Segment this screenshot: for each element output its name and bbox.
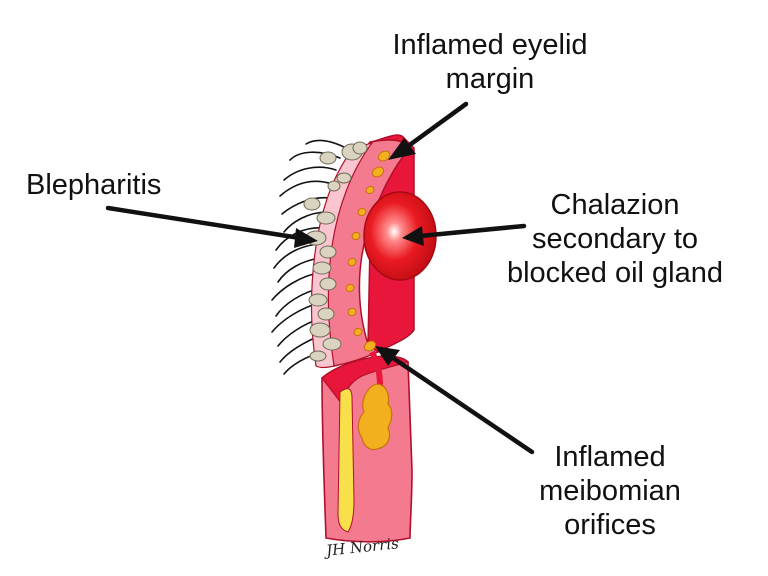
arrow-blepharitis-head xyxy=(294,228,318,248)
label-line: Inflamed xyxy=(554,441,666,473)
meibomian-gland xyxy=(357,383,393,451)
meibomian-orifice xyxy=(353,327,363,337)
meibomian-orifice xyxy=(347,257,357,267)
eyelash xyxy=(305,139,347,149)
label-line: secondary to xyxy=(531,223,699,255)
debris-crust xyxy=(316,211,336,225)
label-line: blocked oil gland xyxy=(506,257,724,289)
eyelash xyxy=(279,180,333,197)
debris-crust xyxy=(308,293,328,307)
label-chalazion: Chalazion secondary to blocked oil gland xyxy=(470,188,760,290)
debris-crust xyxy=(336,172,352,184)
label-line: orifices xyxy=(564,509,656,541)
label-line: meibomian xyxy=(539,475,681,507)
meibomian-orifice xyxy=(371,166,385,178)
debris-crust xyxy=(309,322,331,338)
arrow-chalazion xyxy=(417,223,527,239)
eyelash xyxy=(283,166,337,181)
label-line: margin xyxy=(445,63,535,95)
meibomian-orifice xyxy=(377,150,391,162)
label-line: Chalazion xyxy=(550,189,680,221)
debris-crust xyxy=(322,337,342,351)
arrow-eyelid-margin-head xyxy=(388,138,416,160)
meibomian-orifice xyxy=(345,283,355,293)
debris-crust xyxy=(319,245,337,259)
debris-crust xyxy=(317,307,335,321)
meibomian-orifices xyxy=(345,150,391,352)
label-line: Blepharitis xyxy=(26,169,162,201)
debris-crust xyxy=(312,261,332,275)
pointer-arrows xyxy=(105,101,535,455)
label-inflamed-meibomian-orifices: Inflamed meibomian orifices xyxy=(490,440,730,542)
debris-crust xyxy=(303,197,321,211)
label-inflamed-eyelid-margin: Inflamed eyelid margin xyxy=(340,28,640,96)
debris-crust xyxy=(319,277,337,291)
label-blepharitis: Blepharitis xyxy=(26,168,161,202)
label-line: Inflamed eyelid xyxy=(392,29,588,61)
tarsal-plate xyxy=(337,388,355,533)
meibomian-orifice xyxy=(357,207,367,217)
meibomian-orifice xyxy=(347,307,357,317)
arrow-blepharitis xyxy=(105,205,303,241)
debris-crust xyxy=(327,180,341,192)
debris-crust xyxy=(352,141,368,155)
meibomian-orifice xyxy=(363,340,377,352)
arrow-eyelid-margin xyxy=(397,101,469,155)
debris-crust xyxy=(309,350,327,362)
arrow-meibomian xyxy=(387,353,535,455)
eyelash xyxy=(281,196,331,215)
arrow-meibomian-head xyxy=(375,346,400,366)
meibomian-orifice xyxy=(365,185,375,195)
meibomian-orifice xyxy=(351,231,361,241)
arrow-chalazion-head xyxy=(402,226,424,246)
debris-crust xyxy=(319,151,337,165)
